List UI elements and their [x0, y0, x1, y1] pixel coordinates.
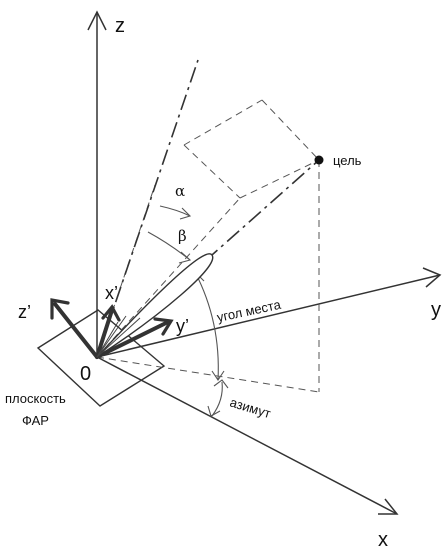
- array-local-axes: [50, 298, 174, 359]
- target-label: цель: [333, 153, 362, 168]
- x-axis-label: x: [378, 529, 388, 551]
- alpha-arrow: [179, 207, 192, 220]
- cone-top-right: [261, 99, 320, 161]
- azimuth-arrow-top: [213, 379, 229, 389]
- z-axis-label: z: [115, 15, 125, 37]
- angle-arcs: [147, 205, 229, 417]
- azimuth-label: азимут: [228, 395, 272, 422]
- azimuth-arrow-bottom: [207, 405, 221, 417]
- beta-label: β: [178, 227, 187, 245]
- main-axes: [87, 10, 442, 515]
- cone-top-left: [183, 99, 263, 146]
- elevation-arc: [194, 271, 219, 381]
- azimuth-ground-line: [96, 356, 320, 393]
- beta-arrow: [178, 251, 192, 264]
- x-axis: [96, 356, 398, 515]
- origin-rays: [96, 315, 141, 358]
- alpha-arc: [159, 205, 191, 217]
- y-prime-label: y’: [176, 316, 189, 336]
- y-axis: [96, 274, 441, 358]
- x-prime-arrowhead: [101, 304, 121, 322]
- z-prime-arrowhead: [50, 298, 70, 320]
- y-prime-arrowhead: [153, 317, 174, 336]
- origin-label: 0: [80, 363, 91, 385]
- array-plane-label-line1: плоскость: [5, 391, 66, 406]
- y-axis-arrowhead: [422, 267, 442, 288]
- ray-1: [96, 315, 127, 358]
- azimuth-arc: [211, 381, 223, 417]
- z-prime-label: z’: [18, 302, 31, 322]
- alpha-label: α: [175, 182, 185, 200]
- y-axis-label: y: [431, 299, 441, 321]
- ray-3: [96, 321, 119, 358]
- cone-inner-right: [239, 159, 320, 199]
- ray-2: [96, 317, 141, 358]
- x-prime-label: x’: [105, 283, 118, 303]
- cone-inner-left: [183, 144, 241, 199]
- x-prime-axis: [95, 308, 114, 359]
- z-axis-arrowhead: [87, 10, 107, 31]
- x-axis-arrowhead: [378, 498, 399, 515]
- target-point: [314, 155, 324, 165]
- array-plane-label-line2: ФАР: [22, 413, 49, 428]
- z-prime-axis: [53, 302, 99, 359]
- y-prime-axis: [95, 320, 170, 359]
- elevation-arrow-bottom: [211, 370, 225, 381]
